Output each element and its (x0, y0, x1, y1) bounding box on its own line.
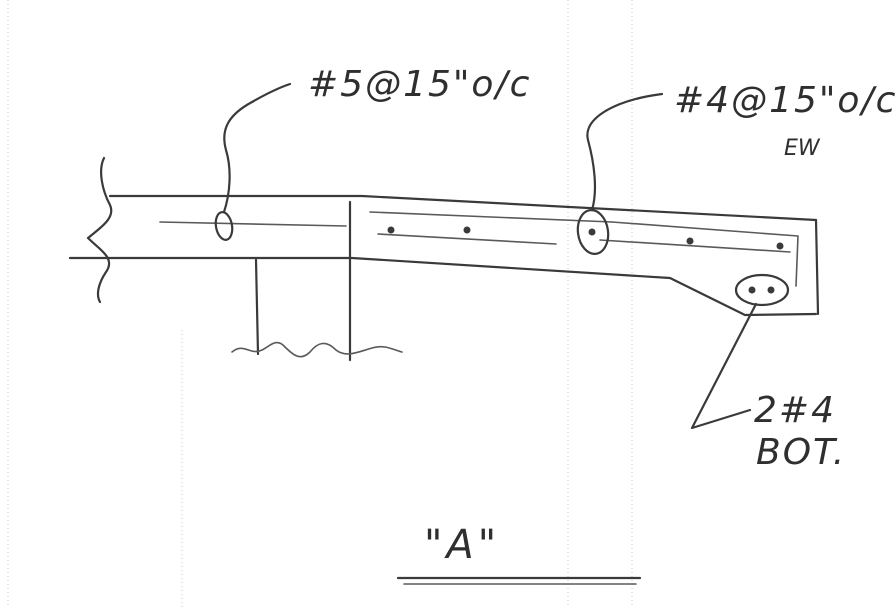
top-bar-callout-label: #5@15"o/c (308, 64, 531, 105)
bottom-bars-callout: 2#4 BOT. (690, 273, 846, 473)
bottom-bars-count: 2#4 (754, 390, 836, 431)
break-line (86, 156, 113, 304)
slab-bar-callout: #4@15"o/c EW (576, 80, 895, 255)
bottom-bars-note: BOT. (756, 432, 846, 473)
detail-mark: "A" (396, 522, 642, 585)
slab-outline (68, 194, 820, 317)
top-bar-callout: #5@15"o/c (214, 64, 531, 241)
rebar-dots (387, 226, 784, 294)
slab-rebar (369, 211, 799, 287)
wall (231, 200, 403, 362)
paper-guides (7, 0, 633, 608)
top-rebar (159, 221, 347, 227)
slab-bar-note: EW (784, 136, 821, 161)
slab-bar-callout-label: #4@15"o/c (674, 80, 895, 121)
detail-mark-label: "A" (424, 522, 500, 568)
